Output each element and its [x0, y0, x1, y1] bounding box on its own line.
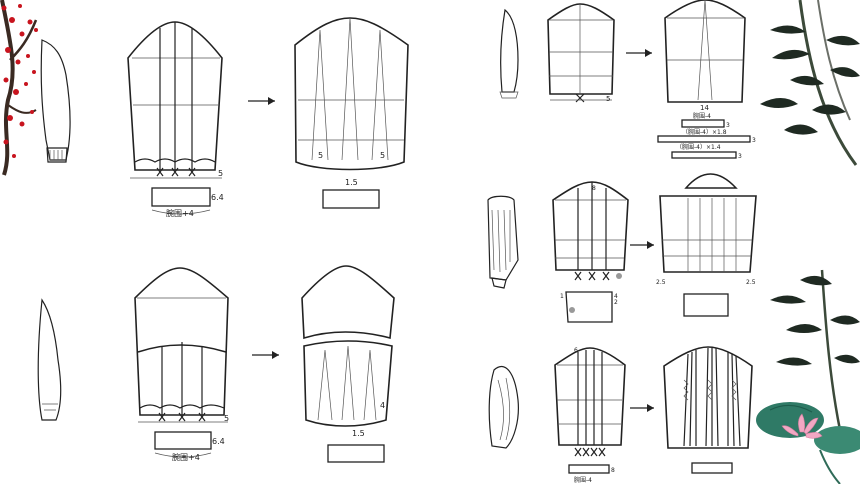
label-1-5-b: 1.5 — [352, 429, 365, 438]
label-3-c: 3 — [738, 153, 742, 160]
label-wrist-4-e: 腕围-4 — [574, 476, 592, 484]
label-3: 3 — [726, 122, 730, 129]
sleeve-sketch-4 — [487, 195, 519, 289]
label-5-d: 5 — [224, 414, 229, 423]
label-2-5-b: 2.5 — [746, 279, 756, 286]
pattern-b1: 5 6.4 腕围+4 — [134, 267, 229, 462]
label-5-c: 5 — [380, 151, 385, 160]
label-wrist-minus-4: 腕围-4 — [693, 112, 711, 120]
sleeve-sketch-3 — [499, 8, 519, 99]
arrow-right-icon — [252, 351, 279, 359]
pattern-d2: 2.5 2.5 — [656, 173, 757, 317]
pattern-a1: 5 6.4 腕围+4 — [127, 21, 224, 218]
arrow-right-icon — [248, 97, 275, 105]
label-5: 5 — [218, 169, 223, 178]
arrow-right-icon — [626, 49, 652, 57]
arrow-right-icon — [630, 241, 654, 249]
label-3-b: 3 — [752, 137, 756, 144]
bamboo-lotus-icon — [756, 269, 860, 485]
label-14: 14 — [700, 104, 709, 112]
label-6: 6 — [574, 347, 578, 354]
label-8-b: 8 — [611, 467, 615, 474]
label-wrist-plus-4: 腕围+4 — [166, 208, 194, 218]
label-wrist-plus-4-a: 腕围+4 — [172, 452, 200, 462]
pattern-c2: 14 腕围-4 3 （腕围-4）×1.8 3 （腕围-4）×1.4 3 — [657, 0, 756, 160]
label-5-e: 5 — [606, 95, 610, 103]
plum-blossom-icon — [0, 0, 38, 176]
label-1: 1 — [560, 293, 564, 300]
pattern-b2: 4 1.5 — [301, 265, 395, 463]
pattern-e2 — [663, 346, 753, 474]
arrow-right-icon — [630, 404, 654, 412]
sleeve-sketch-1 — [40, 39, 71, 163]
label-4: 4 — [614, 293, 618, 300]
sleeve-sketch-2 — [37, 298, 62, 421]
label-8: 8 — [592, 185, 596, 192]
label-wrist-formula-1: （腕围-4）×1.8 — [682, 128, 727, 136]
pattern-e1: 6 8 腕围-4 — [554, 347, 626, 484]
label-1-5: 1.5 — [345, 178, 358, 187]
label-wrist-formula-2: （腕围-4）×1.4 — [676, 143, 721, 151]
label-6-4-b: 6.4 — [212, 437, 225, 446]
bamboo-icon — [760, 0, 860, 166]
label-2-5: 2.5 — [656, 279, 666, 286]
label-5-b: 5 — [318, 151, 323, 160]
label-6-4: 6.4 — [211, 193, 224, 202]
sleeve-sketch-5 — [488, 365, 519, 449]
pattern-c1: 5 — [547, 3, 615, 103]
label-2: 2 — [614, 299, 618, 306]
label-4-a: 4 — [380, 401, 385, 410]
pattern-a2: 5 5 1.5 — [294, 17, 409, 209]
pattern-d1: 8 1 4 2 — [552, 181, 629, 323]
